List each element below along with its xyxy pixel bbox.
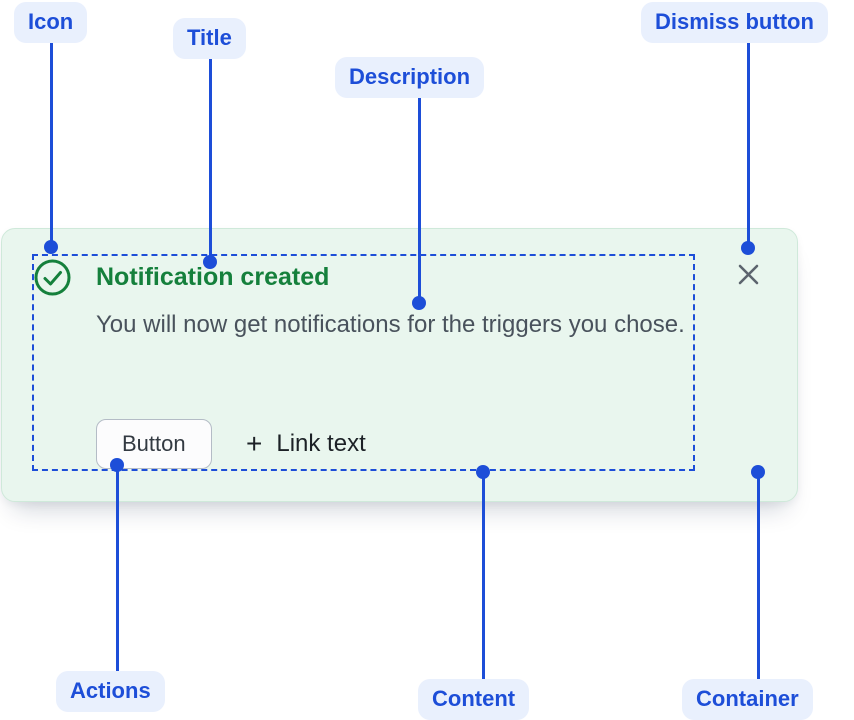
icon-callout-dot: [44, 240, 58, 254]
title-callout-line: [209, 56, 212, 262]
notification-description: You will now get notifications for the t…: [96, 311, 685, 338]
container-callout-dot: [751, 465, 765, 479]
action-button-label: Button: [122, 431, 186, 456]
content-outline: [32, 254, 695, 471]
actions-callout-line: [116, 465, 119, 671]
dismiss-callout-label: Dismiss button: [641, 2, 828, 43]
description-callout-dot: [412, 296, 426, 310]
container-callout-label: Container: [682, 679, 813, 720]
actions-callout-dot: [110, 458, 124, 472]
container-callout-line: [757, 472, 760, 679]
action-button[interactable]: Button: [96, 419, 212, 469]
icon-callout-label: Icon: [14, 2, 88, 43]
content-callout-label: Content: [418, 679, 530, 720]
content-callout-line: [482, 472, 485, 679]
plus-icon: +: [246, 428, 263, 459]
content-callout-dot: [476, 465, 490, 479]
dismiss-button[interactable]: [730, 258, 766, 294]
action-link[interactable]: + Link text: [246, 419, 366, 469]
icon-callout-line: [50, 40, 53, 247]
close-icon: [736, 262, 761, 290]
dismiss-callout-line: [747, 40, 750, 248]
title-callout-label: Title: [173, 18, 246, 59]
action-link-label: Link text: [276, 430, 366, 457]
description-callout-line: [418, 96, 421, 303]
success-check-icon: [34, 259, 71, 296]
description-callout-label: Description: [335, 57, 485, 98]
dismiss-callout-dot: [741, 241, 755, 255]
title-callout-dot: [203, 255, 217, 269]
actions-callout-label: Actions: [56, 671, 165, 712]
